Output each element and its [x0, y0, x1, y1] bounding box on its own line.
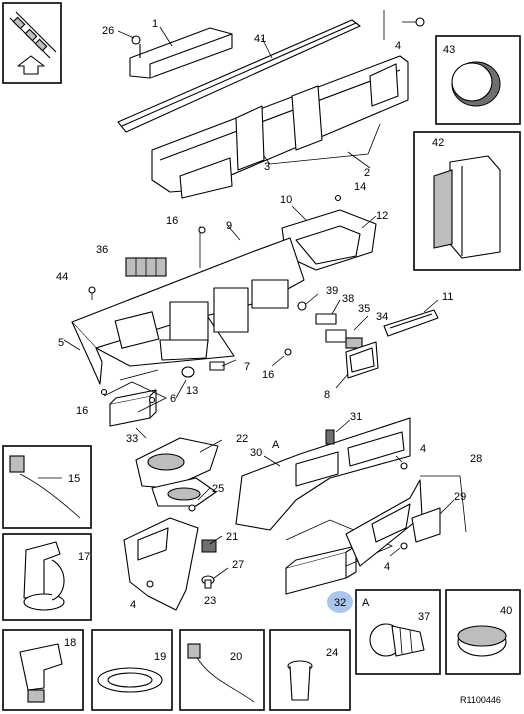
callout-34: 34: [376, 311, 388, 323]
callout-7: 7: [244, 361, 250, 373]
orientation-inset: [2, 2, 62, 84]
detail-inset-40: [445, 589, 521, 675]
callout-2: 2: [364, 167, 370, 179]
detail-inset-20: [179, 629, 265, 711]
callout-16c: 16: [76, 405, 88, 417]
detail-inset-37: [355, 589, 441, 675]
callout-24: 24: [326, 647, 338, 659]
callout-20: 20: [230, 651, 242, 663]
detail-inset-17: [2, 533, 92, 621]
part-30-panel: [235, 417, 411, 531]
callout-23: 23: [204, 595, 216, 607]
part-3-frame: [151, 55, 409, 199]
callout-35: 35: [358, 303, 370, 315]
callout-4d: 4: [130, 599, 136, 611]
part-22-vent: [135, 437, 219, 507]
screw-icon: [402, 17, 425, 27]
callout-12: 12: [376, 210, 388, 222]
callout-26: 26: [102, 25, 114, 37]
callout-labels: 1 26 41 4 43 42 3 2 14 10 12 16 9 36 44 …: [56, 18, 512, 663]
callout-22: 22: [236, 433, 248, 445]
orientation-arrow-icon: [9, 11, 57, 75]
callout-42: 42: [432, 137, 444, 149]
callout-30: 30: [250, 447, 262, 459]
fastener-icon: [201, 575, 215, 589]
callout-17: 17: [78, 551, 90, 563]
part-1-bracket: [129, 27, 233, 79]
callout-14: 14: [354, 181, 366, 193]
callout-4: 4: [395, 40, 401, 52]
callout-28: 28: [470, 453, 482, 465]
callout-10: 10: [280, 194, 292, 206]
callout-41: 41: [254, 33, 266, 45]
part-29-side: [345, 479, 441, 567]
detail-inset-15: [2, 445, 92, 529]
callout-27: 27: [232, 559, 244, 571]
part-32-drawer: [285, 545, 357, 595]
callout-6: 6: [170, 393, 176, 405]
callout-44: 44: [56, 271, 68, 283]
callout-8: 8: [324, 389, 330, 401]
callout-21: 21: [226, 531, 238, 543]
callout-33: 33: [126, 433, 138, 445]
callout-3: 3: [264, 161, 270, 173]
callout-29: 29: [454, 491, 466, 503]
callout-25: 25: [212, 483, 224, 495]
callout-13: 13: [186, 385, 198, 397]
detail-inset-43: [435, 35, 521, 125]
callout-37: 37: [418, 611, 430, 623]
small-switches: [297, 301, 363, 349]
callout-11: 11: [442, 291, 453, 303]
view-marker-a: A: [272, 439, 280, 451]
part-36-switches: [125, 257, 167, 277]
callout-5: 5: [58, 337, 64, 349]
callout-16: 16: [166, 215, 178, 227]
reference-code: R1100446: [460, 695, 501, 705]
callout-1: 1: [152, 18, 158, 30]
callout-36: 36: [96, 244, 108, 256]
part-11-strip: [383, 309, 439, 337]
part-33-box: [109, 389, 157, 427]
callout-39: 39: [326, 285, 338, 297]
detail-inset-18: [2, 629, 84, 711]
callout-43: 43: [443, 44, 455, 56]
highlighted-callout-32[interactable]: 32: [327, 591, 353, 613]
callout-31: 31: [350, 411, 362, 423]
callout-19: 19: [154, 651, 166, 663]
callout-40: 40: [500, 605, 512, 617]
part-21-bracket: [123, 517, 217, 611]
view-marker-a2: A: [362, 597, 370, 609]
detail-inset-19: [91, 629, 173, 711]
detail-inset-24: [269, 629, 351, 711]
callout-32: 32: [334, 597, 346, 609]
callout-4c: 4: [384, 561, 390, 573]
detail-inset-42: [413, 131, 521, 271]
callout-15: 15: [68, 473, 80, 485]
callout-9: 9: [226, 220, 232, 232]
callout-38: 38: [342, 293, 354, 305]
part-9-dashboard: [71, 237, 305, 385]
part-41-rail: [117, 19, 361, 133]
callout-18: 18: [64, 637, 76, 649]
part-8-tray: [345, 341, 379, 379]
callout-4b: 4: [420, 443, 426, 455]
part-10-panel: [281, 209, 377, 271]
callout-16b: 16: [262, 369, 274, 381]
